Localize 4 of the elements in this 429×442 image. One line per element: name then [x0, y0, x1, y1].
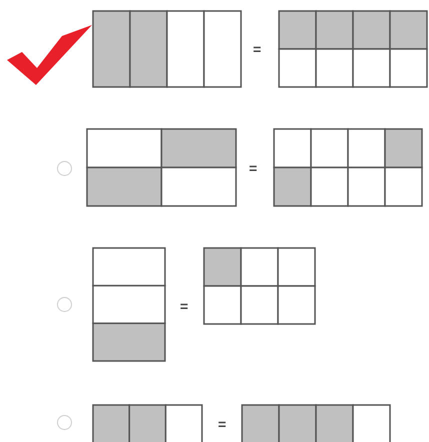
equals-sign: = — [180, 299, 188, 313]
equals-sign: = — [249, 161, 258, 175]
equals-sign: = — [218, 417, 226, 431]
equals-sign: = — [253, 42, 262, 56]
